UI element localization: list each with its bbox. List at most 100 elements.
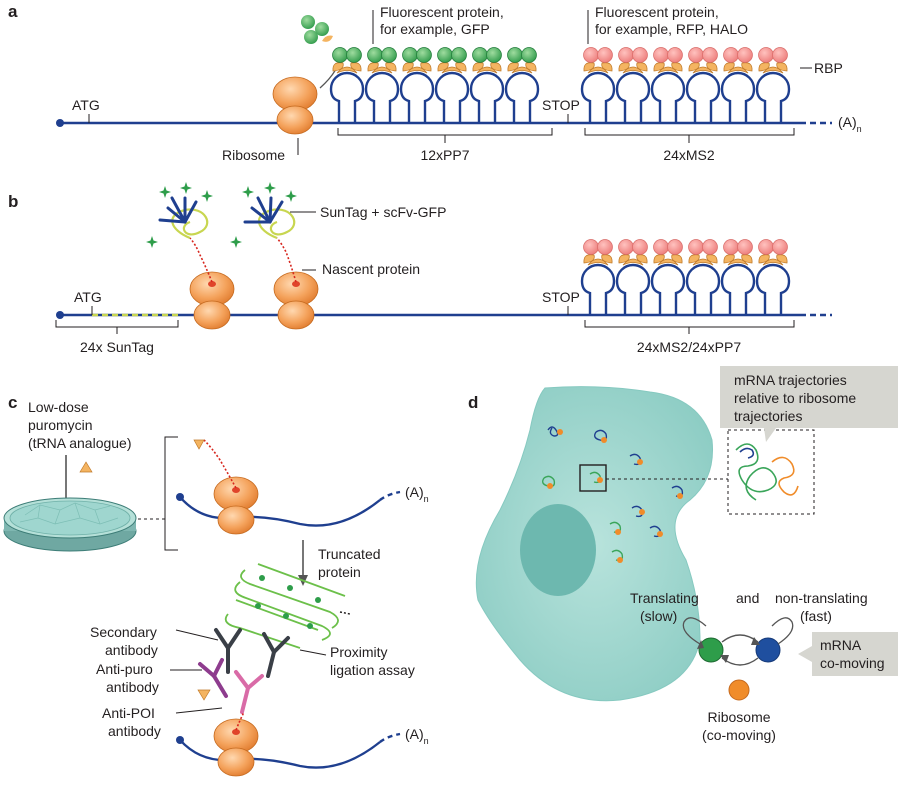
translating-state-node: [698, 637, 724, 663]
gfp-star-icon: [230, 236, 242, 248]
antipoi-label-line2: antibody: [108, 723, 161, 739]
stop-label: STOP: [542, 289, 580, 305]
rbp-icon: [437, 62, 467, 74]
stem-loop-icon: [685, 71, 721, 125]
gfp-star-icon: [146, 236, 158, 248]
callout-line1: mRNA trajectories: [734, 372, 847, 388]
fp-green-label-line1: Fluorescent protein,: [380, 4, 504, 20]
polya-label: (A)n: [838, 114, 862, 134]
mrna-strand: [179, 496, 381, 527]
panel-b: b ATG STOP 24x SunTag: [8, 182, 832, 355]
rfp-icon: [583, 47, 613, 63]
comoving-line1: mRNA: [820, 637, 862, 653]
ribosome-2: [230, 182, 319, 330]
truncated-label-line2: protein: [318, 564, 361, 580]
inset-mrna-trajectory: [735, 443, 777, 501]
stem-loop-icon: [720, 71, 756, 125]
nascent-chain: [203, 439, 237, 489]
callout-box: [720, 366, 898, 428]
stem-loop-icon: [580, 263, 616, 317]
suntag24-label: 24x SunTag: [80, 339, 154, 355]
pp7-stem-loops: [329, 47, 540, 125]
mrna-5prime-cap: [56, 311, 64, 319]
polya-label: (A)n: [405, 484, 429, 504]
comoving-box: [812, 632, 898, 676]
ribosome-label-line2: (co-moving): [702, 727, 776, 743]
stem-loop-icon: [720, 263, 756, 317]
non-translating-state-node: [755, 637, 781, 663]
stem-loop-icon: [580, 71, 616, 125]
nontranslating-label-line2: (fast): [800, 608, 832, 624]
ribosome-node: [728, 679, 750, 701]
puro-label-line3: (tRNA analogue): [28, 435, 132, 451]
rbp-icon: [618, 62, 648, 74]
rbp-icon: [472, 62, 502, 74]
rfp-icon: [723, 47, 753, 63]
puromycin-icon: [193, 439, 205, 450]
pla-label-line1: Proximity: [330, 644, 388, 660]
rfp-icon: [688, 47, 718, 63]
ribosome-label-line1: Ribosome: [707, 709, 770, 725]
antipuro-label-line1: Anti-puro: [96, 661, 153, 677]
gfp-star-icon: [159, 186, 171, 198]
ribosome-icon: [213, 476, 259, 535]
stem-loop-icon: [504, 71, 540, 125]
rfp-icon: [583, 239, 613, 255]
and-label: and: [736, 590, 759, 606]
atg-label: ATG: [72, 97, 100, 113]
secondary-label-line2: antibody: [105, 642, 158, 658]
rfp-icon: [653, 239, 683, 255]
pp7-bracket: [337, 128, 553, 136]
zoom-box: [579, 464, 607, 492]
mrna-strand: [179, 739, 381, 769]
panel-b-letter: b: [8, 192, 18, 211]
secondary-antibody-icon: [214, 628, 290, 678]
inset-ribosome-trajectory: [771, 456, 799, 496]
panel-d-letter: d: [468, 393, 478, 412]
stem-loop-icon: [615, 263, 651, 317]
stem-loop-icon: [650, 71, 686, 125]
pp7-label: 12xPP7: [420, 147, 469, 163]
ms2-label: 24xMS2: [663, 147, 715, 163]
fp-red-label-line2: for example, RFP, HALO: [595, 21, 748, 37]
rbp-icon: [758, 254, 788, 266]
stem-loop-icon: [434, 71, 470, 125]
callout-line3: trajectories: [734, 408, 802, 424]
rbp-icon: [332, 62, 362, 74]
panel-c: c Low-dose puromycin (tRNA analogue): [3, 393, 429, 777]
rbp-icon: [583, 254, 613, 266]
anti-puro-antibody-icon: [198, 658, 228, 698]
pla-product-icon: [224, 563, 346, 649]
rbp-icon: [723, 254, 753, 266]
gfp-star-icon: [242, 186, 254, 198]
rbp-icon: [402, 62, 432, 74]
antibody-complex: [198, 628, 290, 714]
atg-label: ATG: [74, 289, 102, 305]
rbp-icon: [758, 62, 788, 74]
ribosome-1: [146, 182, 235, 330]
stem-loop-icon: [650, 263, 686, 317]
ms2-pp7-stem-loops: [580, 239, 791, 317]
anti-poi-antibody-icon: [234, 670, 264, 714]
translating-label-line1: Translating: [630, 590, 699, 606]
gfp-icon: [507, 47, 537, 63]
rbp-icon: [507, 62, 537, 74]
ms2-bracket: [584, 128, 795, 136]
nontranslating-label-line1: non-translating: [775, 590, 868, 606]
gfp-icon: [367, 47, 397, 63]
released-gfp-icon: [301, 15, 333, 44]
stem-loop-icon: [755, 71, 791, 125]
gfp-star-icon: [264, 182, 276, 194]
translating-label-line2: (slow): [640, 608, 677, 624]
rfp-icon: [758, 47, 788, 63]
ms2-stem-loops: [580, 47, 791, 125]
callout-line2: relative to ribosome: [734, 390, 856, 406]
fp-green-label-line2: for example, GFP: [380, 21, 490, 37]
zoom-bracket: [164, 436, 178, 551]
scfv-antibodies: [243, 196, 284, 224]
stem-loop-icon: [329, 71, 365, 125]
panel-d: d m: [468, 366, 898, 743]
antipuro-label-line2: antibody: [106, 679, 159, 695]
gfp-icon: [402, 47, 432, 63]
